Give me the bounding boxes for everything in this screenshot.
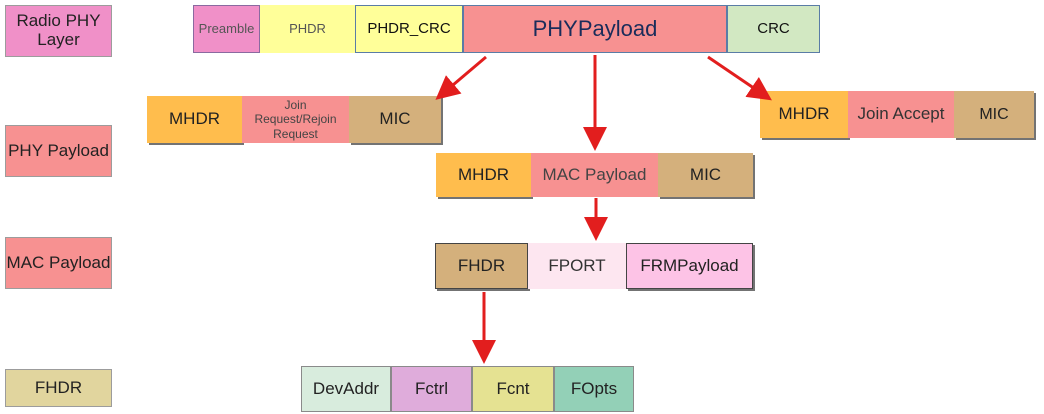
- fport-field: FPORT: [528, 243, 626, 289]
- join-accept-body: Join Accept: [848, 91, 954, 138]
- mac-payload-frame: FHDR FPORT FRMPayload: [435, 243, 753, 289]
- join-request-body: Join Request/Rejoin Request: [242, 96, 349, 143]
- join-accept-mic: MIC: [954, 91, 1034, 138]
- arrow-to-join-accept: [707, 55, 772, 101]
- fcnt-field: Fcnt: [472, 366, 554, 412]
- layer-label-radio-phy: Radio PHY Layer: [5, 5, 112, 57]
- join-accept-mhdr: MHDR: [760, 91, 848, 138]
- fctrl-field: Fctrl: [391, 366, 472, 412]
- radio-phy-frame: Preamble PHDR PHDR_CRC PHYPayload CRC: [193, 5, 820, 53]
- layer-label-phy-payload: PHY Payload: [5, 125, 112, 177]
- fhdr-field: FHDR: [435, 243, 528, 289]
- phdr-field: PHDR: [260, 5, 355, 53]
- crc-field: CRC: [727, 5, 820, 53]
- phdr-crc-field: PHDR_CRC: [355, 5, 463, 53]
- devaddr-field: DevAddr: [301, 366, 391, 412]
- mac-frame-payload: MAC Payload: [531, 153, 658, 197]
- join-accept-frame: MHDR Join Accept MIC: [760, 91, 1034, 138]
- layer-label-mac-payload: MAC Payload: [5, 237, 112, 289]
- fhdr-frame: DevAddr Fctrl Fcnt FOpts: [301, 366, 634, 412]
- mac-frame: MHDR MAC Payload MIC: [436, 153, 753, 197]
- join-request-mic: MIC: [349, 96, 441, 143]
- join-request-frame: MHDR Join Request/Rejoin Request MIC: [147, 96, 441, 143]
- mac-frame-mic: MIC: [658, 153, 753, 197]
- join-request-mhdr: MHDR: [147, 96, 242, 143]
- phypayload-field: PHYPayload: [463, 5, 727, 53]
- mac-frame-mhdr: MHDR: [436, 153, 531, 197]
- frmpayload-field: FRMPayload: [626, 243, 753, 289]
- preamble-field: Preamble: [193, 5, 260, 53]
- arrow-to-join-request: [435, 55, 487, 100]
- fopts-field: FOpts: [554, 366, 634, 412]
- layer-label-fhdr: FHDR: [5, 369, 112, 407]
